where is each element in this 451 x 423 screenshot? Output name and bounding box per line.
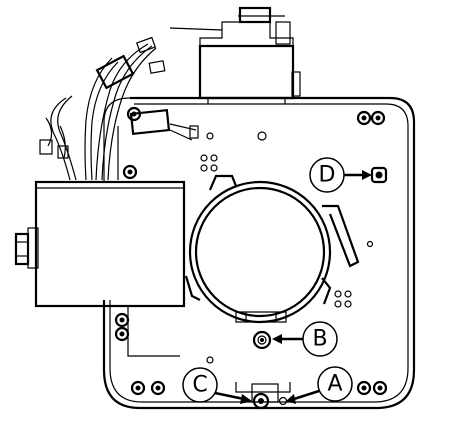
callout-d: D bbox=[309, 157, 372, 193]
callout-c-label: C bbox=[192, 373, 207, 398]
callout-a: A bbox=[286, 366, 353, 404]
lens-mount bbox=[184, 174, 360, 324]
callout-b-label: B bbox=[312, 327, 327, 352]
electronics-box bbox=[14, 180, 186, 308]
target-point-a bbox=[278, 396, 288, 406]
cable-bundle bbox=[39, 36, 199, 181]
target-point-c bbox=[252, 392, 270, 410]
callout-d-label: D bbox=[319, 163, 336, 188]
callout-a-label: A bbox=[327, 372, 342, 397]
top-motor-assembly bbox=[169, 6, 301, 104]
target-point-b bbox=[252, 330, 272, 350]
screws bbox=[114, 106, 388, 396]
target-point-d bbox=[370, 166, 388, 184]
callout-b: B bbox=[272, 321, 338, 357]
callout-c: C bbox=[182, 367, 252, 404]
main-housing bbox=[102, 96, 416, 410]
